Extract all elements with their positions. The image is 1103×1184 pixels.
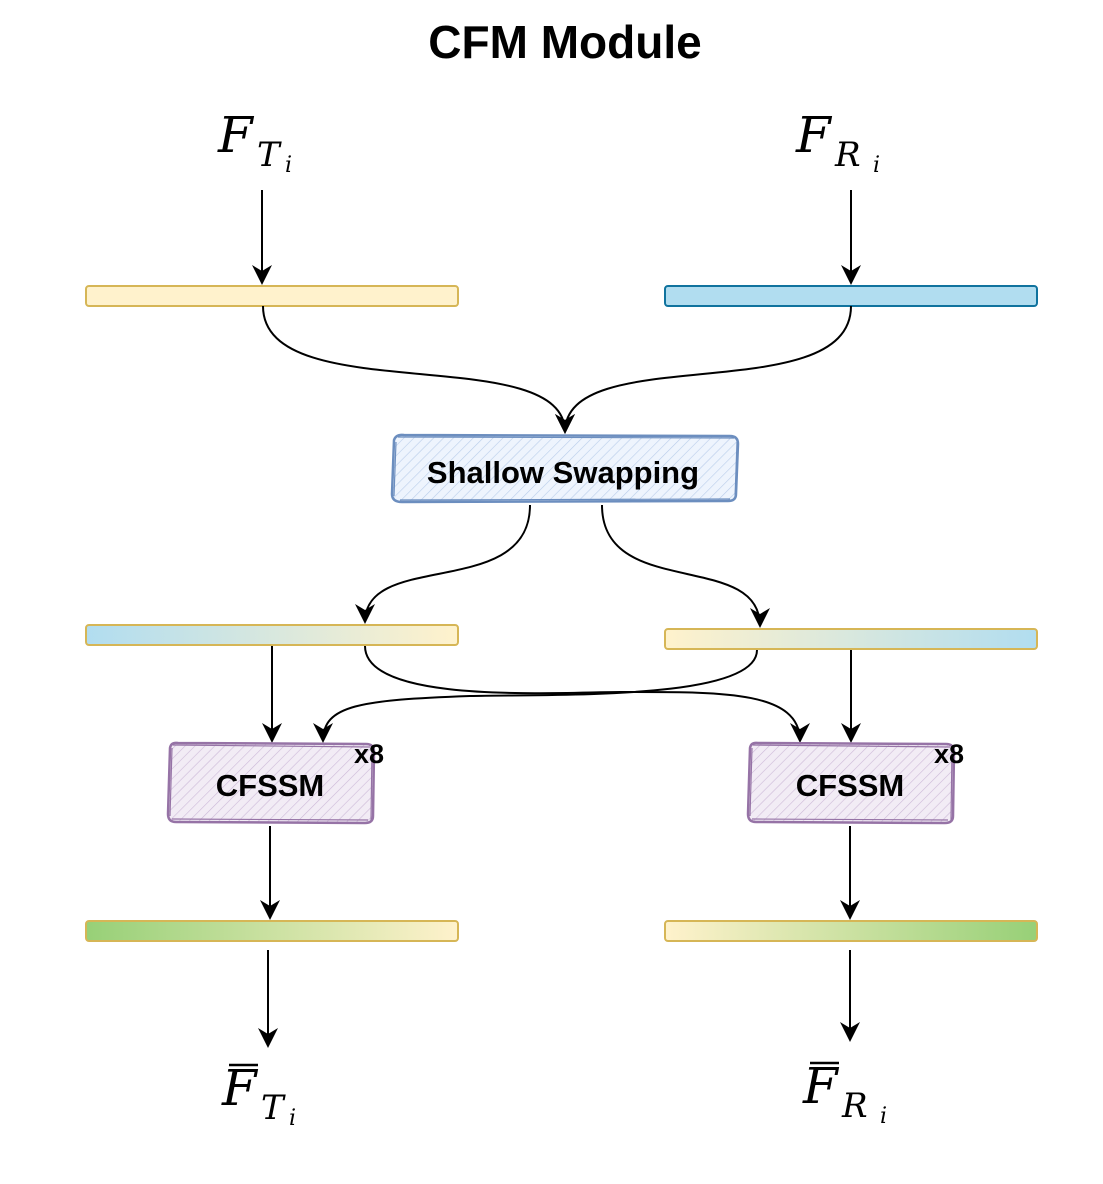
- svg-text:T: T: [261, 1088, 286, 1128]
- cfssm-left-label: CFSSM: [216, 768, 325, 803]
- output-left-feature-bar: [85, 920, 459, 942]
- shallow-swapping-label: Shallow Swapping: [427, 455, 699, 490]
- output-right-feature-bar: [664, 920, 1038, 942]
- svg-text:R: R: [841, 1086, 868, 1126]
- cfssm-right-repeat: x8: [934, 739, 964, 769]
- arrow-right-bar-to-left-cfssm: [313, 649, 758, 743]
- cfssm-left-repeat: x8: [354, 739, 384, 769]
- svg-text:i: i: [285, 153, 292, 178]
- arrow-swap-to-right: [601, 504, 770, 628]
- swapped-right-feature-bar: [664, 628, 1038, 650]
- input-thermal-label: F T i: [217, 106, 292, 178]
- page-title: CFM Module: [428, 16, 701, 68]
- cfssm-right-block: CFSSM x8: [746, 739, 964, 825]
- shallow-swapping-block: Shallow Swapping: [390, 433, 740, 504]
- svg-text:F: F: [795, 106, 833, 164]
- rgb-feature-bar: [664, 285, 1038, 307]
- svg-text:F: F: [221, 1059, 259, 1117]
- input-rgb-label: F R i: [795, 106, 880, 178]
- svg-text:F: F: [217, 106, 255, 164]
- cfssm-left-block: CFSSM x8: [166, 739, 384, 825]
- output-thermal-label: F T i: [221, 1059, 296, 1131]
- svg-text:T: T: [257, 135, 282, 175]
- cfssm-right-label: CFSSM: [796, 768, 905, 803]
- output-rgb-label: F R i: [802, 1057, 887, 1129]
- arrow-swap-to-left: [355, 504, 531, 624]
- svg-text:R: R: [834, 135, 861, 175]
- arrow-thermal-to-swap: [262, 305, 575, 434]
- swapped-left-feature-bar: [85, 624, 459, 646]
- arrow-rgb-to-swap: [555, 305, 852, 434]
- svg-text:i: i: [873, 153, 880, 178]
- svg-text:F: F: [802, 1057, 840, 1115]
- svg-text:i: i: [289, 1106, 296, 1131]
- svg-text:i: i: [880, 1104, 887, 1129]
- thermal-feature-bar: [85, 285, 459, 307]
